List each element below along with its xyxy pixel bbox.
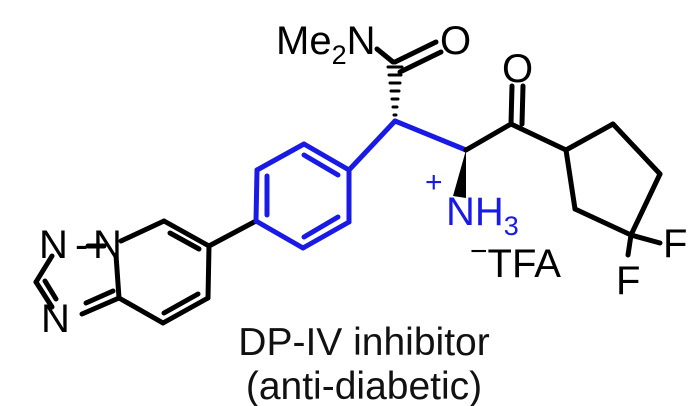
triazole-nitrogen-label: N <box>93 223 122 267</box>
bond <box>79 295 122 317</box>
amide-co-bond <box>392 39 439 65</box>
double-bond-inner <box>42 278 59 302</box>
double-bond-inner <box>301 214 341 240</box>
caption-title: DP-IV inhibitor <box>238 321 489 364</box>
cf-bond <box>628 232 663 246</box>
triazole-nitrogen-label: N <box>41 297 70 341</box>
benzene-ring <box>253 141 352 251</box>
solid-wedge-bond <box>453 150 466 198</box>
aryl-ch-bond <box>346 118 398 173</box>
ch-ch-bond <box>392 118 469 153</box>
double-bond-inner <box>83 288 116 306</box>
bond <box>253 218 306 251</box>
bond <box>253 167 260 224</box>
bond <box>563 147 578 212</box>
triazole-nitrogen-label: N <box>39 223 68 267</box>
bond <box>301 141 352 173</box>
bond <box>610 121 663 177</box>
bond <box>628 171 663 238</box>
ketone-co-bond <box>508 83 515 127</box>
amide-cn-bond <box>374 46 396 65</box>
double-bond-inner <box>301 152 341 178</box>
bond <box>33 253 55 285</box>
counterion-label: −TFA <box>470 235 561 286</box>
bond <box>300 219 352 251</box>
biaryl-bond <box>206 218 259 249</box>
bond <box>254 141 307 173</box>
ch-co-bond <box>463 121 514 153</box>
bond <box>572 206 634 238</box>
co-cyclopentyl-bond <box>508 121 569 153</box>
bond <box>116 295 166 326</box>
ketone-co-double <box>519 83 526 127</box>
amide-co-double <box>397 49 444 75</box>
fluorine-label: F <box>663 222 687 266</box>
triazole-bond-hyphen: - <box>75 223 88 267</box>
dimethylamino-label: Me2N <box>276 19 376 70</box>
cyclopentane-ring <box>563 121 663 258</box>
bond <box>118 218 167 244</box>
triazolopyridine-ring <box>33 218 212 326</box>
cf-bond <box>625 232 634 258</box>
double-bond-inner <box>161 291 201 316</box>
caption-subtitle: (anti-diabetic) <box>246 365 482 406</box>
amide-oxygen-label: O <box>440 19 471 63</box>
bond <box>113 252 122 301</box>
ammonium-label: NH3 <box>446 190 519 241</box>
bond <box>160 295 211 326</box>
bond <box>563 121 616 153</box>
bond <box>205 243 212 301</box>
fluorine-label: F <box>616 259 640 303</box>
bond <box>161 218 212 249</box>
ammonium-charge: + <box>425 166 443 199</box>
double-bond-inner <box>167 230 202 252</box>
bond <box>33 279 55 310</box>
ketone-oxygen-label: O <box>502 47 533 91</box>
hashed-wedge-bond <box>386 65 404 117</box>
